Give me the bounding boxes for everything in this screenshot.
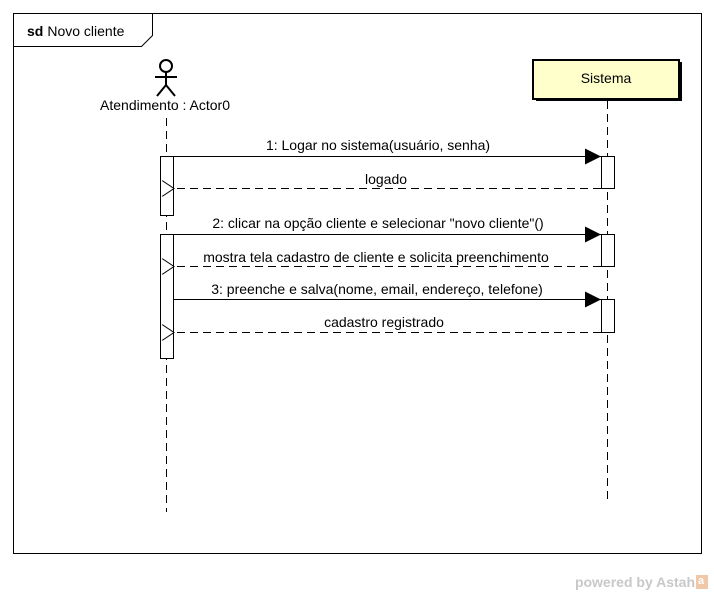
- astah-watermark: powered by Astah a: [575, 574, 708, 590]
- message-label-1: 1: Logar no sistema(usuário, senha): [266, 137, 490, 153]
- actor-label: Atendimento : Actor0: [100, 97, 230, 113]
- frame-name: Novo cliente: [47, 23, 124, 39]
- system-activation-1: [601, 156, 615, 189]
- system-activation-2: [601, 234, 615, 267]
- diagram-frame: [13, 13, 702, 554]
- system-label: Sistema: [581, 70, 632, 86]
- message-label-2: 2: clicar na opção cliente e selecionar …: [212, 215, 543, 231]
- system-box: [532, 59, 680, 100]
- reply-label-3: cadastro registrado: [324, 314, 444, 330]
- watermark-text: powered by Astah: [574, 574, 695, 590]
- frame-keyword: sd: [27, 23, 43, 39]
- frame-tab: [13, 13, 153, 47]
- system-activation-3: [601, 299, 615, 333]
- actor-activation-2: [160, 234, 174, 359]
- message-label-3: 3: preenche e salva(nome, email, endereç…: [211, 281, 543, 297]
- astah-logo-icon: a: [696, 575, 708, 589]
- actor-activation-1: [160, 156, 174, 216]
- reply-label-1: logado: [365, 171, 407, 187]
- reply-label-2: mostra tela cadastro de cliente e solici…: [203, 249, 549, 265]
- actor-icon: [155, 59, 177, 97]
